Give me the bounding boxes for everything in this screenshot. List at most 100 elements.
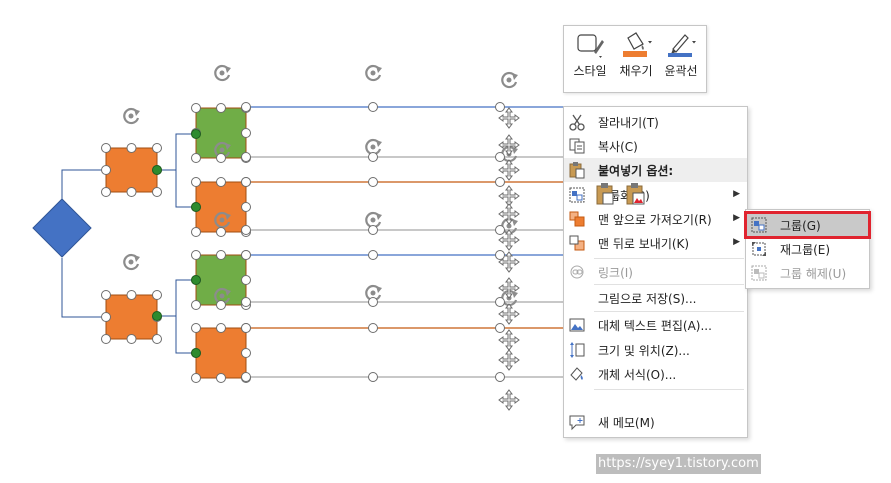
resize-handle[interactable]	[191, 227, 201, 237]
resize-handle[interactable]	[126, 290, 137, 300]
resize-handle[interactable]	[241, 275, 251, 285]
resize-handle[interactable]	[241, 372, 251, 382]
diagram-shapes[interactable]	[32, 107, 247, 379]
rotate-handle-icon[interactable]	[123, 253, 140, 271]
resize-handle[interactable]	[241, 348, 251, 358]
resize-handle[interactable]	[191, 177, 201, 187]
resize-handle[interactable]	[191, 103, 201, 113]
resize-handle[interactable]	[216, 103, 226, 113]
resize-handle[interactable]	[191, 373, 201, 383]
process-box[interactable]	[195, 181, 247, 233]
connection-point[interactable]	[191, 275, 201, 285]
rotate-handle-icon[interactable]	[123, 107, 140, 125]
connection-point[interactable]	[191, 348, 201, 358]
menu-item-save-as-picture[interactable]: 그림으로 저장(S)...	[564, 286, 747, 310]
resize-handle[interactable]	[126, 187, 137, 197]
rotate-handle-icon[interactable]	[501, 71, 518, 89]
resize-handle[interactable]	[241, 225, 251, 235]
resize-handle[interactable]	[368, 250, 378, 260]
selection-handles[interactable]	[101, 102, 505, 383]
resize-handle[interactable]	[152, 143, 162, 153]
menu-item-cut[interactable]: 잘라내기(T)	[564, 110, 747, 134]
rotate-handle-icon[interactable]	[365, 138, 382, 156]
resize-handle[interactable]	[101, 290, 111, 300]
rotate-handle-icon[interactable]	[214, 141, 231, 159]
rotate-handle-icon[interactable]	[365, 64, 382, 82]
menu-item-size-position[interactable]: 크기 및 위치(Z)...	[564, 338, 747, 362]
outline-button[interactable]: 윤곽선	[659, 32, 703, 88]
resize-handle[interactable]	[216, 250, 226, 260]
resize-handle[interactable]	[101, 312, 111, 322]
resize-handle[interactable]	[152, 334, 162, 344]
menu-item-link[interactable]: 링크(I)	[564, 260, 747, 284]
resize-handle[interactable]	[495, 372, 505, 382]
menu-item-send-to-back[interactable]: 맨 뒤로 보내기(K) ▶	[564, 231, 747, 255]
resize-handle[interactable]	[101, 165, 111, 175]
menu-item-bring-to-front[interactable]: 맨 앞으로 가져오기(R) ▶	[564, 207, 747, 231]
resize-handle[interactable]	[216, 227, 226, 237]
resize-handle[interactable]	[101, 187, 111, 197]
resize-handle[interactable]	[216, 323, 226, 333]
submenu-item-group[interactable]: 그룹(G)	[744, 211, 871, 239]
menu-item-edit-alt-text[interactable]: 대체 텍스트 편집(A)...	[564, 313, 747, 337]
submenu-item-regroup[interactable]: 재그룹(E)	[746, 237, 869, 261]
resize-handle[interactable]	[368, 297, 378, 307]
connection-point[interactable]	[152, 165, 162, 175]
menu-item-new-comment[interactable]: 새 메모(M)	[564, 410, 747, 434]
process-box[interactable]	[195, 327, 247, 379]
resize-handle[interactable]	[241, 202, 251, 212]
resize-handle[interactable]	[216, 373, 226, 383]
resize-handle[interactable]	[241, 128, 251, 138]
resize-handle[interactable]	[495, 102, 505, 112]
resize-handle[interactable]	[368, 323, 378, 333]
resize-handle[interactable]	[126, 143, 137, 153]
connection-point[interactable]	[191, 129, 201, 139]
resize-handle[interactable]	[216, 300, 226, 310]
rotation-handles[interactable]	[123, 64, 518, 307]
fill-button[interactable]: 채우기	[614, 32, 658, 88]
resize-handle[interactable]	[241, 297, 251, 307]
resize-handle[interactable]	[495, 250, 505, 260]
rotate-handle-icon[interactable]	[365, 211, 382, 229]
menu-item-copy[interactable]: 복사(C)	[564, 134, 747, 158]
rotate-handle-icon[interactable]	[214, 64, 231, 82]
resize-handle[interactable]	[241, 177, 251, 187]
resize-handle[interactable]	[368, 177, 378, 187]
resize-handle[interactable]	[191, 250, 201, 260]
rotate-handle-icon[interactable]	[365, 284, 382, 302]
process-box[interactable]	[105, 294, 158, 340]
paste-option-keep-source-button[interactable]	[594, 182, 616, 206]
resize-handle[interactable]	[368, 152, 378, 162]
resize-handle[interactable]	[368, 102, 378, 112]
submenu-item-ungroup[interactable]: 그룹 해제(U)	[746, 261, 869, 285]
menu-item-group[interactable]: 그룹화(G) ▶	[564, 183, 747, 207]
resize-handle[interactable]	[191, 323, 201, 333]
connection-point[interactable]	[152, 311, 162, 321]
rotate-handle-icon[interactable]	[214, 211, 231, 229]
resize-handle[interactable]	[216, 177, 226, 187]
resize-handle[interactable]	[495, 177, 505, 187]
resize-handle[interactable]	[495, 152, 505, 162]
resize-handle[interactable]	[241, 250, 251, 260]
resize-handle[interactable]	[126, 334, 137, 344]
resize-handle[interactable]	[241, 152, 251, 162]
process-box[interactable]	[105, 147, 158, 193]
resize-handle[interactable]	[495, 323, 505, 333]
resize-handle[interactable]	[152, 187, 162, 197]
resize-handle[interactable]	[101, 334, 111, 344]
connection-point[interactable]	[191, 202, 201, 212]
menu-item-format-object[interactable]: 개체 서식(O)...	[564, 362, 747, 386]
resize-handle[interactable]	[368, 225, 378, 235]
resize-handle[interactable]	[241, 102, 251, 112]
paste-option-picture-button[interactable]	[624, 182, 646, 206]
resize-handle[interactable]	[101, 143, 111, 153]
resize-handle[interactable]	[368, 372, 378, 382]
resize-handle[interactable]	[191, 300, 201, 310]
rotate-handle-icon[interactable]	[214, 287, 231, 305]
resize-handle[interactable]	[241, 323, 251, 333]
style-button[interactable]: 스타일	[568, 32, 612, 88]
resize-handle[interactable]	[216, 153, 226, 163]
resize-handle[interactable]	[495, 225, 505, 235]
resize-handle[interactable]	[191, 153, 201, 163]
resize-handle[interactable]	[152, 290, 162, 300]
